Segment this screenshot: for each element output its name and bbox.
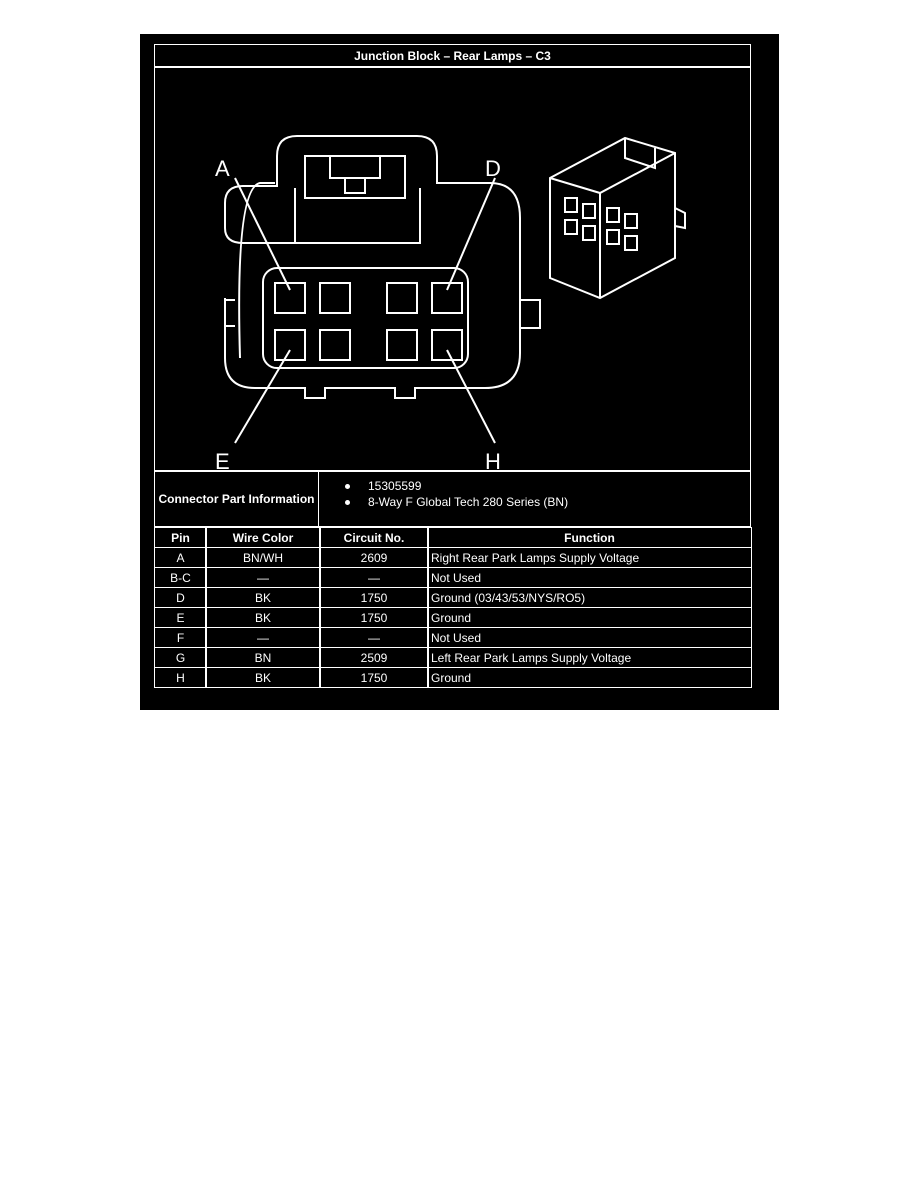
- connector-housing-outline: [224, 135, 521, 399]
- pin-cavity-g: [386, 329, 418, 361]
- page-title: Junction Block – Rear Lamps – C3: [154, 44, 751, 67]
- leader-line-e: [234, 349, 291, 444]
- pin-label-e: E: [215, 449, 230, 474]
- table-header-cell: Wire Color: [205, 527, 321, 548]
- pin-cavity-h: [431, 329, 463, 361]
- table-cell: 2509: [319, 647, 429, 668]
- table-cell: Left Rear Park Lamps Supply Voltage: [427, 647, 752, 668]
- table-cell: —: [319, 567, 429, 588]
- table-cell: 1750: [319, 607, 429, 628]
- table-cell: A: [154, 547, 207, 568]
- table-cell: G: [154, 647, 207, 668]
- bullet-icon: [345, 484, 350, 489]
- pin-label-d: D: [485, 156, 501, 181]
- connector-3d-view: [549, 136, 686, 300]
- table-cell: D: [154, 587, 207, 608]
- table-cell: BN/WH: [205, 547, 321, 568]
- table-cell: —: [205, 627, 321, 648]
- pin-cavity-a: [274, 282, 306, 314]
- table-cell: Not Used: [427, 627, 752, 648]
- connector-info-label: Connector Part Information: [154, 471, 319, 527]
- table-header-cell: Function: [427, 527, 752, 548]
- table-cell: E: [154, 607, 207, 628]
- connector-panel: Junction Block – Rear Lamps – C3: [140, 34, 779, 710]
- bullet-icon: [345, 500, 350, 505]
- pin-cavity-d: [431, 282, 463, 314]
- pin-cavity-b: [319, 282, 351, 314]
- table-cell: BN: [205, 647, 321, 668]
- table-cell: Ground: [427, 607, 752, 628]
- connector-latch: [304, 155, 406, 199]
- leader-line-a: [234, 177, 291, 291]
- table-header-cell: Circuit No.: [319, 527, 429, 548]
- table-cell: B-C: [154, 567, 207, 588]
- table-cell: Ground: [427, 667, 752, 688]
- table-header-cell: Pin: [154, 527, 207, 548]
- pin-cavity-f: [319, 329, 351, 361]
- pin-label-h: H: [485, 449, 501, 474]
- pin-label-a: A: [215, 156, 230, 181]
- table-cell: 2609: [319, 547, 429, 568]
- table-cell: BK: [205, 607, 321, 628]
- pin-cavity-c: [386, 282, 418, 314]
- leader-line-h: [446, 349, 496, 444]
- table-cell: Ground (03/43/53/NYS/RO5): [427, 587, 752, 608]
- table-cell: Not Used: [427, 567, 752, 588]
- connector-diagram: A D E H: [154, 67, 751, 474]
- table-cell: —: [205, 567, 321, 588]
- table-cell: BK: [205, 587, 321, 608]
- connector-info-list: 15305599 8-Way F Global Tech 280 Series …: [318, 471, 751, 527]
- table-cell: 1750: [319, 667, 429, 688]
- table-cell: 1750: [319, 587, 429, 608]
- table-cell: F: [154, 627, 207, 648]
- leader-line-d: [446, 177, 496, 291]
- connector-housing-outer: [238, 182, 275, 359]
- connector-face-drawing: [224, 135, 686, 444]
- pin-cavity-block: [262, 267, 469, 369]
- table-cell: H: [154, 667, 207, 688]
- table-cell: BK: [205, 667, 321, 688]
- table-cell: Right Rear Park Lamps Supply Voltage: [427, 547, 752, 568]
- pin-cavity-e: [274, 329, 306, 361]
- table-cell: —: [319, 627, 429, 648]
